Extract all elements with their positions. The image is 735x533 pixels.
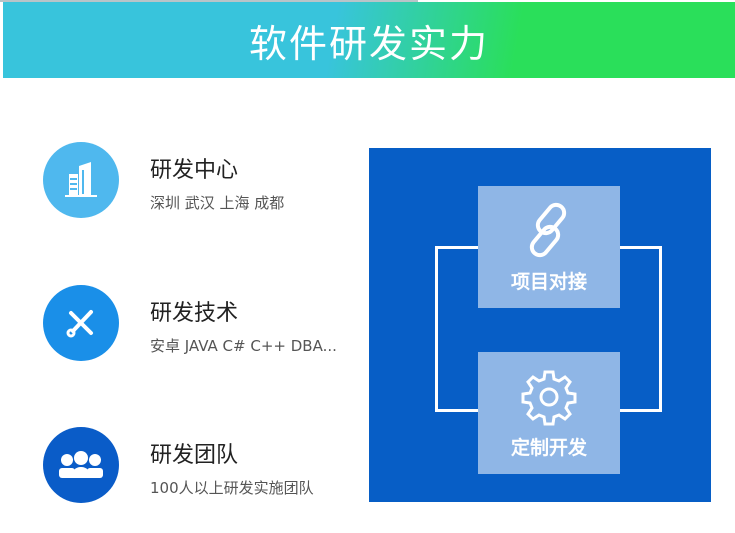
custom-dev-label: 定制开发 bbox=[510, 436, 587, 459]
team-icon bbox=[43, 427, 119, 503]
building-icon bbox=[43, 142, 119, 218]
feature-title: 研发团队 bbox=[150, 443, 239, 468]
project-docking-box: 项目对接 bbox=[478, 186, 620, 308]
feature-title: 研发中心 bbox=[150, 158, 239, 183]
header-banner: 软件研发实力 bbox=[3, 2, 735, 78]
feature-rd-team: 研发团队 100人以上研发实施团队 bbox=[43, 427, 373, 505]
gear-icon bbox=[521, 370, 577, 425]
feature-rd-center: 研发中心 深圳 武汉 上海 成都 bbox=[43, 142, 373, 220]
feature-title: 研发技术 bbox=[150, 301, 239, 326]
feature-subtitle: 100人以上研发实施团队 bbox=[150, 479, 314, 497]
tools-icon bbox=[43, 285, 119, 361]
connector-line bbox=[435, 246, 438, 412]
project-docking-label: 项目对接 bbox=[510, 270, 587, 293]
feature-subtitle: 安卓 JAVA C# C++ DBA... bbox=[150, 337, 337, 355]
connector-line bbox=[659, 246, 662, 412]
feature-subtitle: 深圳 武汉 上海 成都 bbox=[150, 194, 285, 212]
process-panel: 项目对接 定制开发 bbox=[369, 148, 711, 502]
custom-dev-box: 定制开发 bbox=[478, 352, 620, 474]
page-title: 软件研发实力 bbox=[248, 21, 489, 66]
top-divider bbox=[0, 0, 418, 2]
feature-rd-tech: 研发技术 安卓 JAVA C# C++ DBA... bbox=[43, 285, 373, 363]
link-icon bbox=[529, 202, 567, 257]
